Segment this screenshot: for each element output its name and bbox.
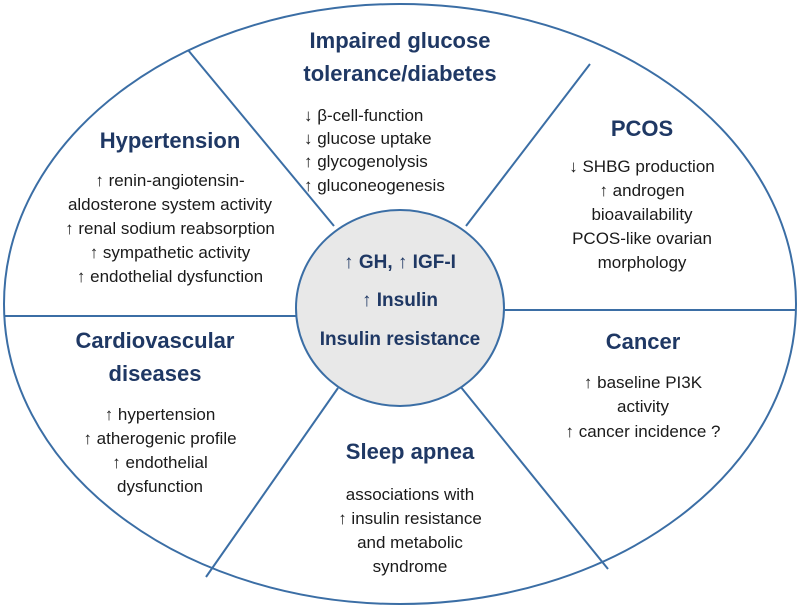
glucose-item: ↑ glycogenolysis [304,152,428,171]
glucose-item: ↑ gluconeogenesis [304,176,445,195]
sleep-item: associations with [346,485,475,504]
pcos-item: PCOS-like ovarian [572,229,712,248]
cancer-item: ↑ cancer incidence ? [566,422,721,441]
center-line-gh-igf: ↑ GH, ↑ IGF-I [344,252,456,273]
center-line-insulin-resistance: Insulin resistance [320,329,481,350]
glucose-item: ↓ β-cell-function [304,106,423,125]
cardio-item: ↑ atherogenic profile [83,429,236,448]
hypertension-item: ↑ endothelial dysfunction [77,267,263,286]
cancer-item: ↑ baseline PI3K [584,373,703,392]
cardio-item: ↑ endothelial [112,453,207,472]
sleep-item: and metabolic [357,533,463,552]
center-circle [295,209,505,407]
cardio-item: ↑ hypertension [105,405,216,424]
section-cardio-title-2: diseases [109,361,202,386]
section-pcos-title: PCOS [611,116,673,141]
section-cancer-title: Cancer [606,329,681,354]
cancer-item: activity [617,397,669,416]
section-glucose-title-1: Impaired glucose [310,28,491,53]
pcos-item: ↑ androgen [599,181,684,200]
section-hypertension: Hypertension ↑ renin-angiotensin- aldost… [65,128,275,286]
pcos-item: ↓ SHBG production [569,157,715,176]
section-glucose-title-2: tolerance/diabetes [303,61,496,86]
hypertension-item: ↑ sympathetic activity [90,243,251,262]
section-cancer: Cancer ↑ baseline PI3K activity ↑ cancer… [566,329,721,441]
section-pcos: PCOS ↓ SHBG production ↑ androgen bioava… [569,116,715,272]
hypertension-item: ↑ renin-angiotensin- [95,171,244,190]
center-line-insulin: ↑ Insulin [362,290,438,311]
divider-top-left [187,49,335,227]
sleep-item: syndrome [373,557,448,576]
glucose-item: ↓ glucose uptake [304,129,432,148]
hypertension-item: aldosterone system activity [68,195,273,214]
section-sleep-title: Sleep apnea [346,439,475,464]
pcos-item: bioavailability [591,205,693,224]
divider-top-right [465,63,591,227]
sleep-item: ↑ insulin resistance [338,509,482,528]
divider-bottom-right [459,385,609,570]
section-sleep: Sleep apnea associations with ↑ insulin … [338,439,482,576]
pcos-item: morphology [598,253,687,272]
section-cardio: Cardiovascular diseases ↑ hypertension ↑… [76,328,237,496]
section-glucose: Impaired glucose tolerance/diabetes ↓ β-… [303,28,496,195]
divider-bottom-left [205,387,339,578]
section-hypertension-title: Hypertension [100,128,241,153]
hypertension-item: ↑ renal sodium reabsorption [65,219,275,238]
cardio-item: dysfunction [117,477,203,496]
section-cardio-title-1: Cardiovascular [76,328,235,353]
